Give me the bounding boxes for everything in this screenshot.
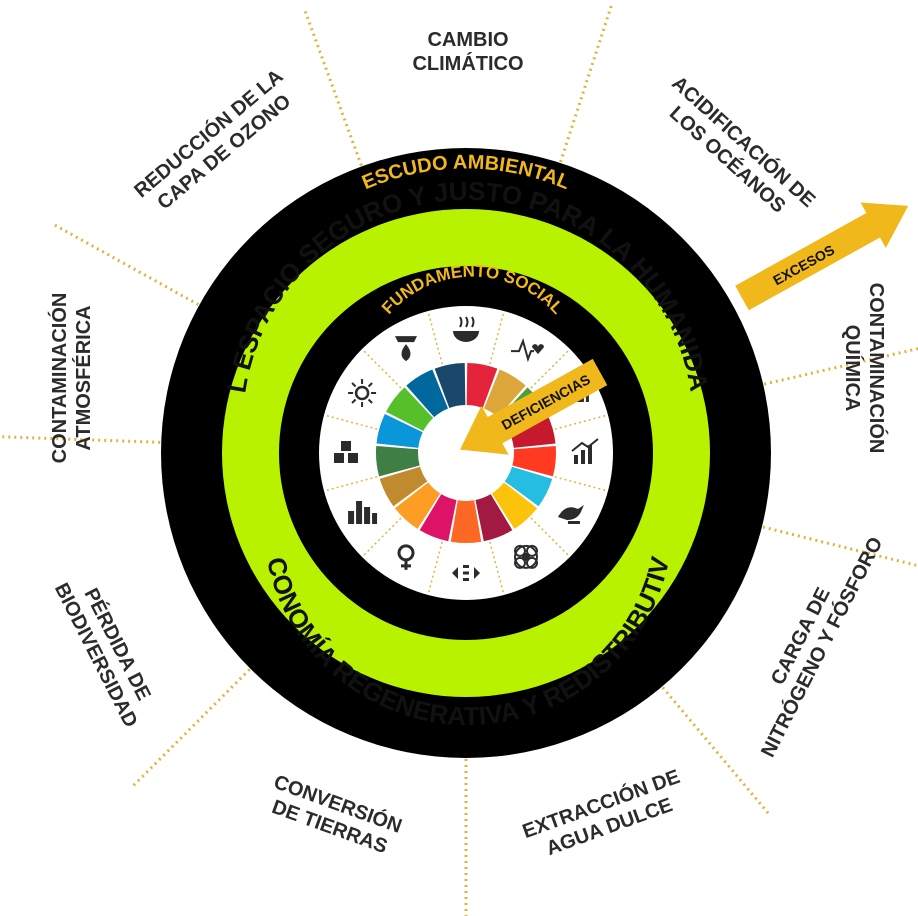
boundary-divider (54, 223, 205, 309)
boundary-label-text: PÉRDIDA DEBIODIVERSIDAD (50, 568, 164, 731)
boundary-label-nitrogen: CARGA DENITRÓGENO Y FÓSFORO (736, 523, 888, 761)
boundary-label-text: CARGA DENITRÓGENO Y FÓSFORO (736, 523, 888, 761)
sdg-segment (450, 500, 482, 543)
sdg-segment (406, 369, 449, 418)
boundary-label-line: CONTAMINACIÓN (865, 283, 889, 454)
overshoot-arrow: EXCESOS (735, 202, 909, 311)
boundary-label-line: CONTAMINACIÓN (47, 293, 71, 464)
boundary-label-ozone: REDUCCIÓN DE LACAPA DE OZONO (129, 64, 303, 221)
inner-divider (489, 310, 505, 365)
boundary-label-line: CLIMÁTICO (412, 52, 523, 75)
inner-divider (554, 414, 609, 430)
inner-divider (530, 517, 571, 558)
inner-divider (489, 541, 505, 596)
inner-sector-dividers (323, 310, 609, 596)
cubes-icon (334, 441, 358, 463)
sdg-segment (491, 482, 538, 529)
boundary-divider (557, 5, 613, 169)
boundary-divider (657, 681, 770, 815)
boundary-divider (303, 10, 365, 172)
sdg-segment (483, 369, 526, 418)
boundary-label-text: REDUCCIÓN DE LACAPA DE OZONO (129, 64, 303, 221)
social-icons (334, 316, 599, 581)
heartbeat-icon (511, 337, 544, 363)
boundary-divider (132, 664, 255, 787)
boundary-label-text: EXTRACCIÓN DEAGUA DULCE (519, 764, 691, 866)
boundary-divider (756, 524, 918, 568)
boundary-label-ocean: ACIDIFICACIÓN DELOS OCÉANOS (651, 71, 821, 230)
network-icon (514, 544, 538, 569)
inner-divider (427, 310, 443, 365)
boundary-label-line: CAMBIO (427, 29, 508, 51)
sun-energy-icon (348, 379, 377, 407)
inner-divider (427, 541, 443, 596)
inner-divider (361, 517, 402, 558)
city-icon (348, 501, 378, 524)
sdg-segment (434, 363, 466, 409)
sdg-segment (376, 445, 420, 477)
sdg-segment (394, 482, 441, 529)
growth-chart-icon (571, 438, 599, 464)
boundary-label-chemical: CONTAMINACIÓNQUÍMICA (841, 283, 889, 454)
sdg-wheel (376, 363, 556, 543)
boundary-label-text: ACIDIFICACIÓN DELOS OCÉANOS (651, 71, 820, 230)
sdg-segment (509, 414, 556, 448)
sdg-segment (466, 363, 498, 409)
boundary-label-text: CONTAMINACIÓNQUÍMICA (841, 283, 889, 454)
inner-divider (323, 476, 378, 492)
boundary-label-biodiversity: PÉRDIDA DEBIODIVERSIDAD (50, 568, 164, 731)
inner-divider (361, 348, 402, 389)
gender-icon (397, 544, 415, 570)
sdg-segment (386, 387, 434, 432)
inner-divider (530, 348, 571, 389)
sdg-segment (512, 445, 556, 477)
peace-dove-icon (557, 505, 584, 524)
sdg-segment (419, 494, 457, 542)
boundary-label-text: CONVERSIÓNDE TIERRAS (263, 769, 406, 860)
inner-divider (554, 476, 609, 492)
equity-arrows-icon (452, 565, 480, 581)
sdg-segment (379, 466, 428, 507)
sdg-segment (475, 494, 513, 542)
boundary-label-water: EXTRACCIÓN DEAGUA DULCE (519, 764, 691, 866)
boundary-divider (0, 435, 167, 445)
food-bowl-icon (453, 316, 479, 342)
boundary-label-line: ATMOSFÉRICA (72, 305, 95, 450)
sdg-segment (376, 414, 423, 448)
boundary-dividers (0, 5, 918, 916)
boundary-label-land: CONVERSIÓNDE TIERRAS (263, 769, 406, 860)
boundary-label-line: QUÍMICA (841, 325, 864, 412)
boundary-divider (757, 347, 918, 387)
boundary-label-line: NITRÓGENO Y FÓSFORO (755, 533, 887, 761)
inner-divider (323, 414, 378, 430)
sdg-segment (504, 466, 553, 507)
water-drop-icon (395, 336, 417, 362)
